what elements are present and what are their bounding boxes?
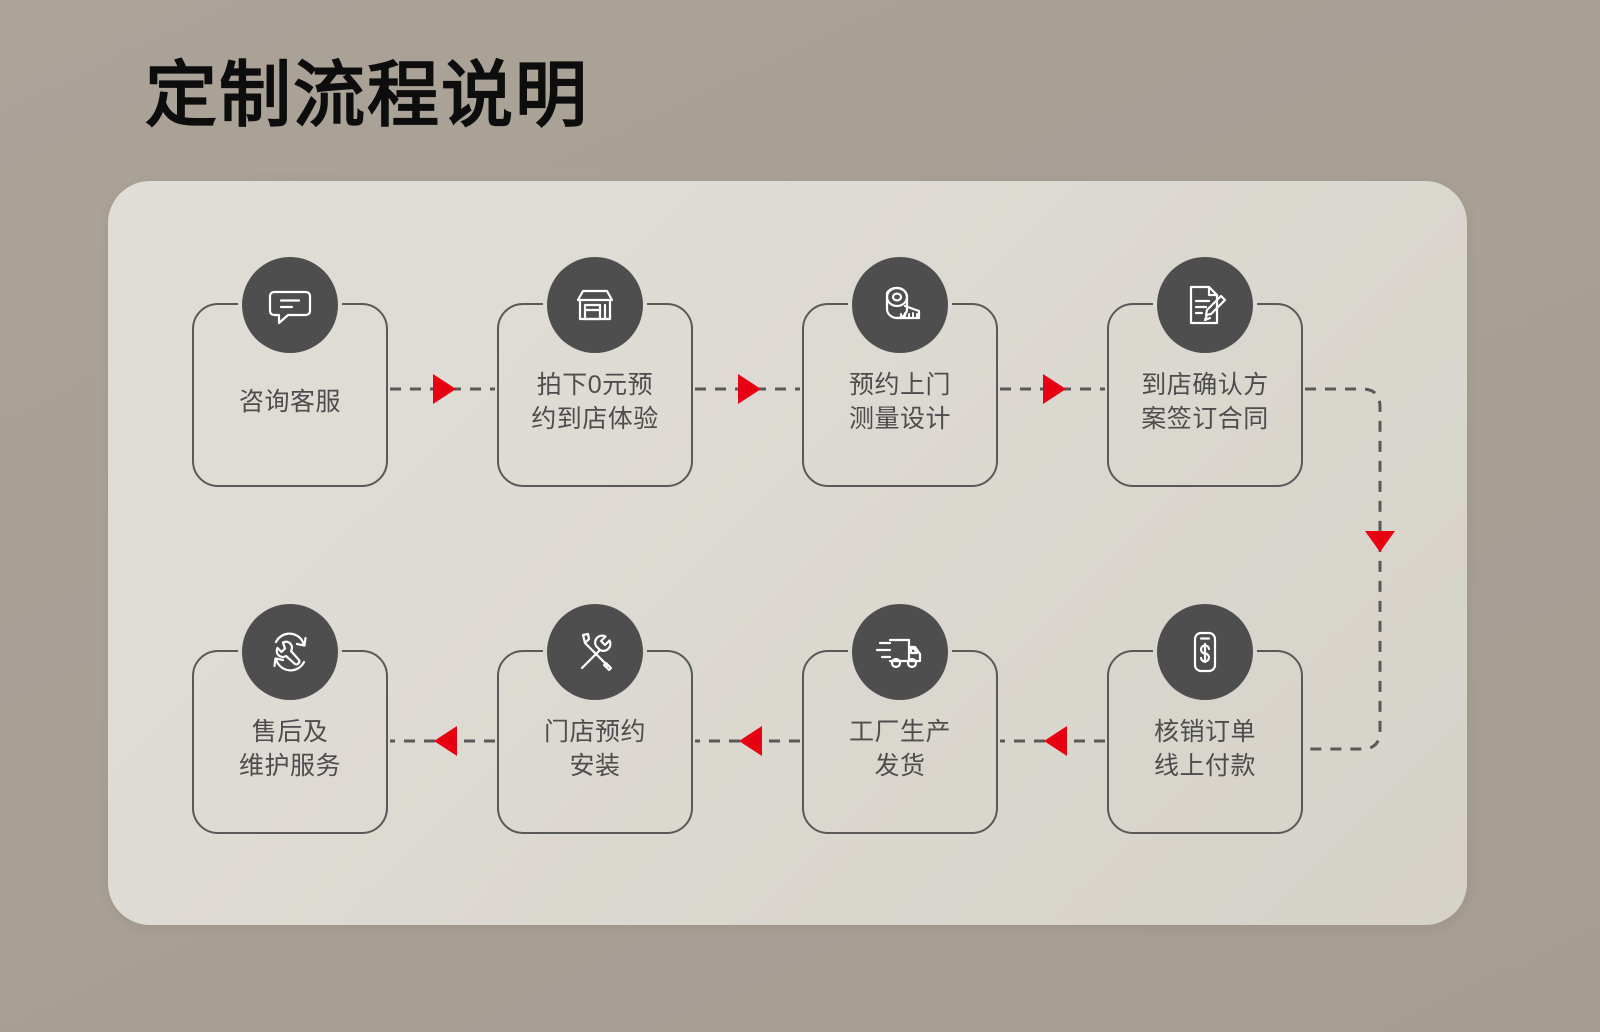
flow-step-card-6[interactable]: 工厂生产 发货: [802, 604, 998, 834]
flow-step-label-6: 工厂生产 发货: [848, 717, 951, 781]
storefront-icon: [547, 257, 643, 353]
flow-step-label-4: 到店确认方 案签订合同: [1141, 370, 1269, 434]
after-sales-icon: [242, 604, 338, 700]
page-title: 定制流程说明: [145, 56, 590, 136]
flow-step-label-8: 售后及 维护服务: [238, 717, 341, 781]
mobile-payment-icon: [1157, 604, 1253, 700]
flow-step-card-1[interactable]: 咨询客服: [192, 257, 388, 487]
flow-step-card-7[interactable]: 门店预约 安装: [497, 604, 693, 834]
delivery-truck-icon: [852, 604, 948, 700]
flow-step-label-5: 核销订单 线上付款: [1153, 717, 1256, 781]
tools-install-icon: [547, 604, 643, 700]
flow-step-card-2[interactable]: 拍下0元预 约到店体验: [497, 257, 693, 487]
flow-step-label-7: 门店预约 安装: [543, 717, 646, 781]
flow-step-label-1: 咨询客服: [238, 387, 341, 416]
contract-sign-icon: [1157, 257, 1253, 353]
measuring-tape-icon: [852, 257, 948, 353]
flow-step-card-5[interactable]: 核销订单 线上付款: [1107, 604, 1303, 834]
flow-step-card-4[interactable]: 到店确认方 案签订合同: [1107, 257, 1303, 487]
chat-bubble-icon: [242, 257, 338, 353]
flow-step-card-3[interactable]: 预约上门 测量设计: [802, 257, 998, 487]
flow-step-label-3: 预约上门 测量设计: [848, 370, 951, 434]
flow-step-label-2: 拍下0元预 约到店体验: [531, 370, 659, 434]
flow-step-card-8[interactable]: 售后及 维护服务: [192, 604, 388, 834]
